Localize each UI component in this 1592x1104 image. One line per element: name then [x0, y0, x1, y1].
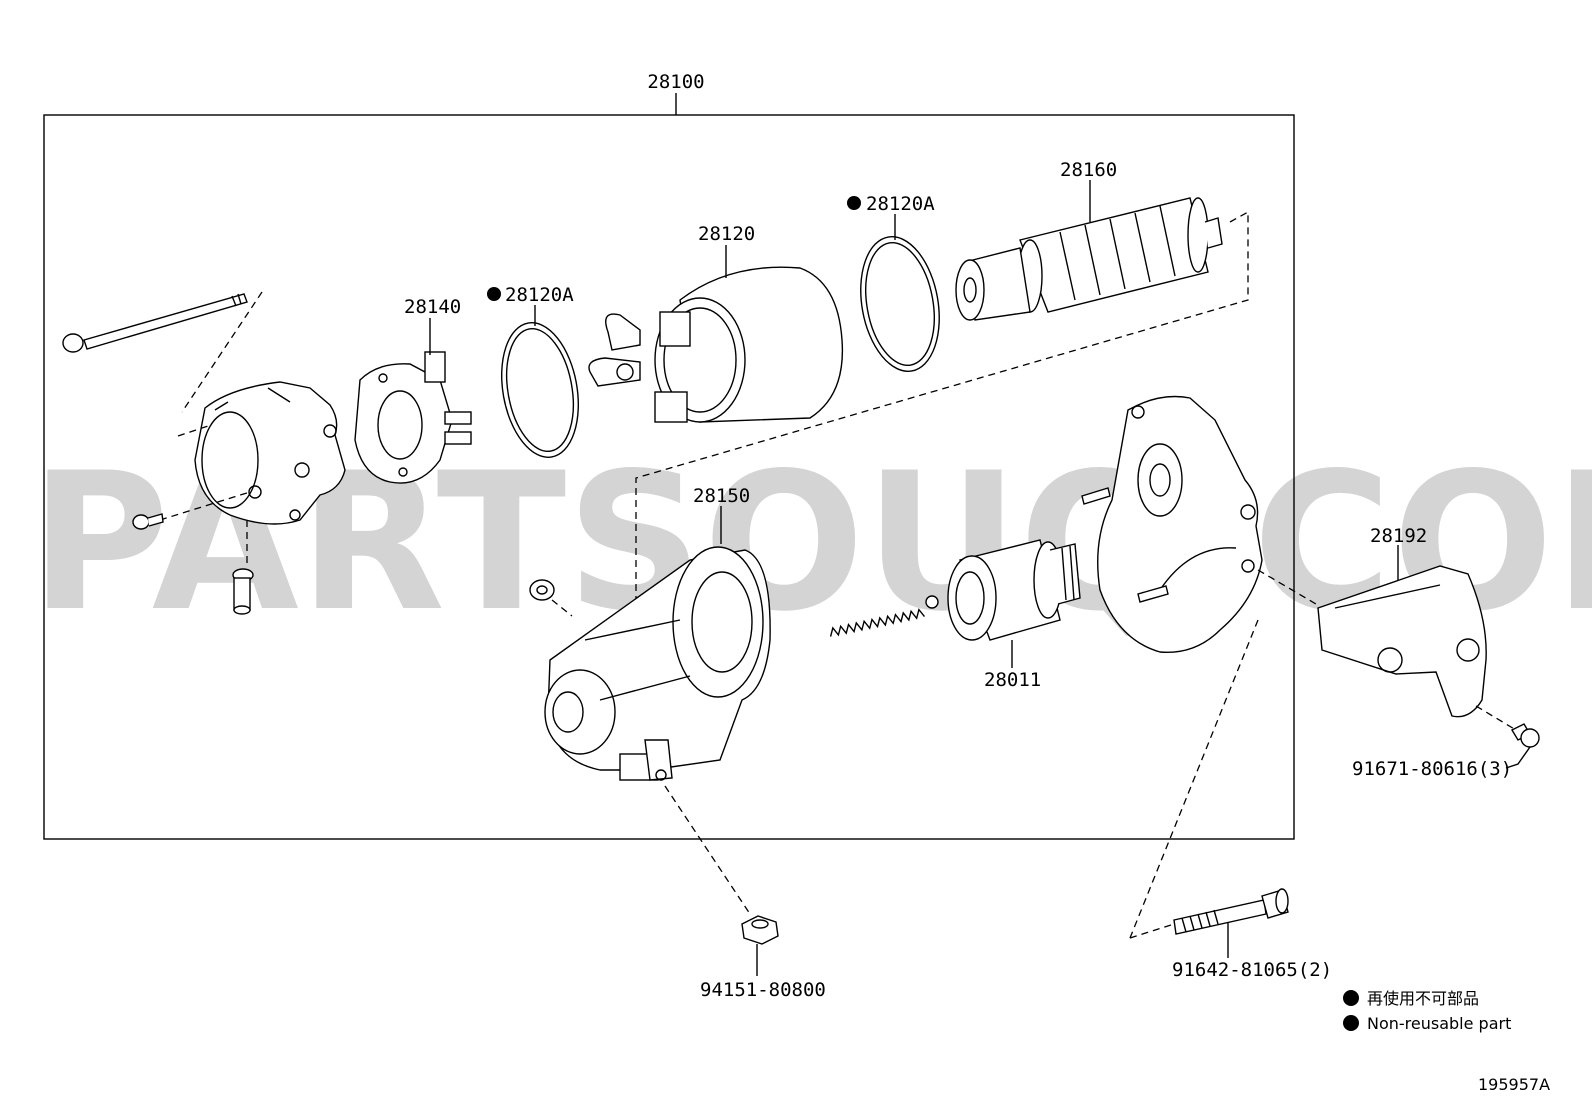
oring-left[interactable] — [492, 317, 588, 464]
brush-holder[interactable] — [354, 351, 472, 484]
armature[interactable] — [955, 197, 1223, 321]
diagram-id: 195957A — [1478, 1075, 1550, 1094]
non-reusable-mark-left — [487, 287, 501, 301]
label-brush-holder[interactable]: 28140 — [404, 296, 461, 318]
bolt-guide-lower — [1129, 619, 1259, 939]
through-bolt[interactable] — [62, 293, 248, 353]
label-oring-right[interactable]: 28120A — [866, 193, 935, 215]
terminal-pin[interactable] — [232, 568, 254, 615]
legend: 再使用不可部品 Non-reusable part — [1343, 989, 1511, 1033]
terminal-nut[interactable] — [741, 915, 779, 945]
label-mounting-bolt[interactable]: 91642-81065(2) — [1172, 959, 1332, 981]
armature-guide-line — [635, 210, 1249, 632]
yoke[interactable] — [588, 266, 844, 423]
legend-text-en: Non-reusable part — [1367, 1014, 1511, 1033]
mounting-bolt[interactable] — [1173, 888, 1289, 935]
label-clutch[interactable]: 28011 — [984, 669, 1041, 691]
starter-cover[interactable] — [1317, 565, 1487, 718]
starter-clutch[interactable] — [947, 539, 1081, 641]
assembly-frame — [43, 114, 1295, 840]
housing-stud-top[interactable] — [1081, 487, 1111, 505]
end-frame[interactable] — [194, 381, 346, 525]
return-spring[interactable] — [829, 608, 926, 637]
small-screw[interactable] — [132, 513, 164, 530]
label-cover-screw[interactable]: 91671-80616(3) — [1352, 758, 1512, 780]
label-oring-left[interactable]: 28120A — [505, 284, 574, 306]
bolt-guide-line — [181, 291, 263, 413]
nut-guide-line — [664, 785, 751, 915]
cover-screw[interactable] — [1511, 723, 1540, 748]
non-reusable-mark-right — [847, 196, 861, 210]
label-assembly[interactable]: 28100 — [647, 71, 704, 93]
label-terminal-nut[interactable]: 94151-80800 — [700, 979, 826, 1001]
switch-nut-small[interactable] — [529, 579, 555, 601]
steel-ball[interactable] — [925, 595, 939, 609]
legend-text-jp: 再使用不可部品 — [1367, 989, 1479, 1008]
magnetic-switch[interactable] — [544, 546, 771, 781]
label-magnetic-switch[interactable]: 28150 — [693, 485, 750, 507]
label-cover[interactable]: 28192 — [1370, 525, 1427, 547]
label-armature[interactable]: 28160 — [1060, 159, 1117, 181]
legend-bullet-icon — [1343, 1015, 1359, 1031]
drive-housing[interactable] — [1097, 395, 1263, 654]
housing-stud-bottom[interactable] — [1137, 585, 1169, 603]
legend-bullet-icon — [1343, 990, 1359, 1006]
label-yoke[interactable]: 28120 — [698, 223, 755, 245]
oring-right[interactable] — [851, 230, 949, 377]
